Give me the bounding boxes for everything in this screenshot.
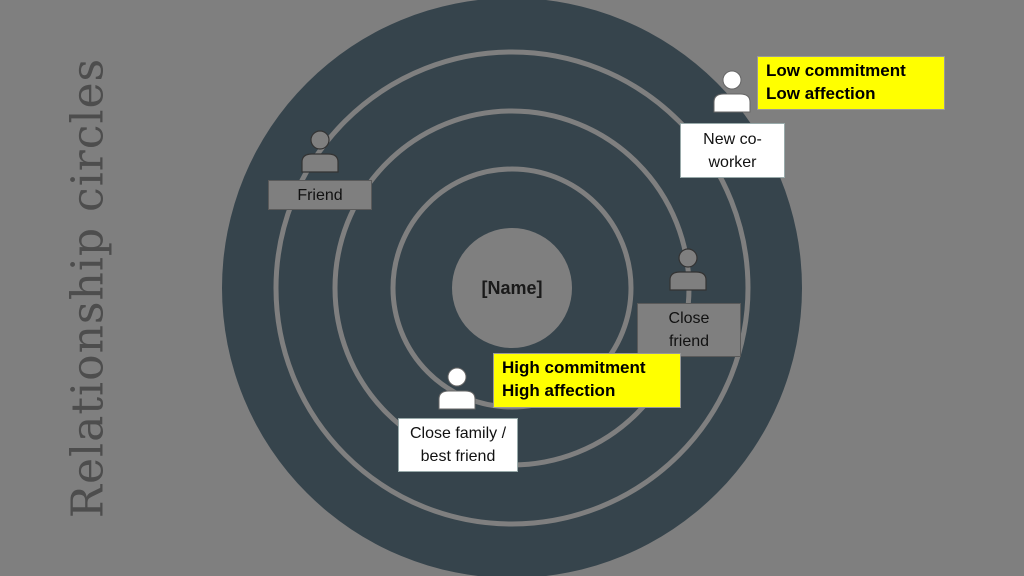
person-icon-close-friend bbox=[669, 248, 707, 291]
person-icon-friend bbox=[301, 130, 339, 173]
person-icon-new-coworker bbox=[713, 70, 751, 113]
note-line: High commitment bbox=[502, 358, 646, 377]
note-high-commitment: High commitment High affection bbox=[493, 353, 681, 408]
note-line: Low commitment bbox=[766, 61, 906, 80]
label-close-friend: Close friend bbox=[637, 303, 741, 357]
note-line: Low affection bbox=[766, 84, 876, 103]
person-icon-close-family bbox=[438, 367, 476, 410]
center-label: [Name] bbox=[481, 277, 543, 298]
label-new-coworker: New co-worker bbox=[680, 123, 785, 178]
slide-title: Relationship circles bbox=[62, 57, 114, 519]
note-low-commitment: Low commitment Low affection bbox=[757, 56, 945, 110]
ring-3 bbox=[273, 49, 751, 527]
center-circle bbox=[452, 228, 572, 348]
note-line: High affection bbox=[502, 381, 616, 400]
label-close-family: Close family / best friend bbox=[398, 418, 518, 472]
label-friend: Friend bbox=[268, 180, 372, 210]
